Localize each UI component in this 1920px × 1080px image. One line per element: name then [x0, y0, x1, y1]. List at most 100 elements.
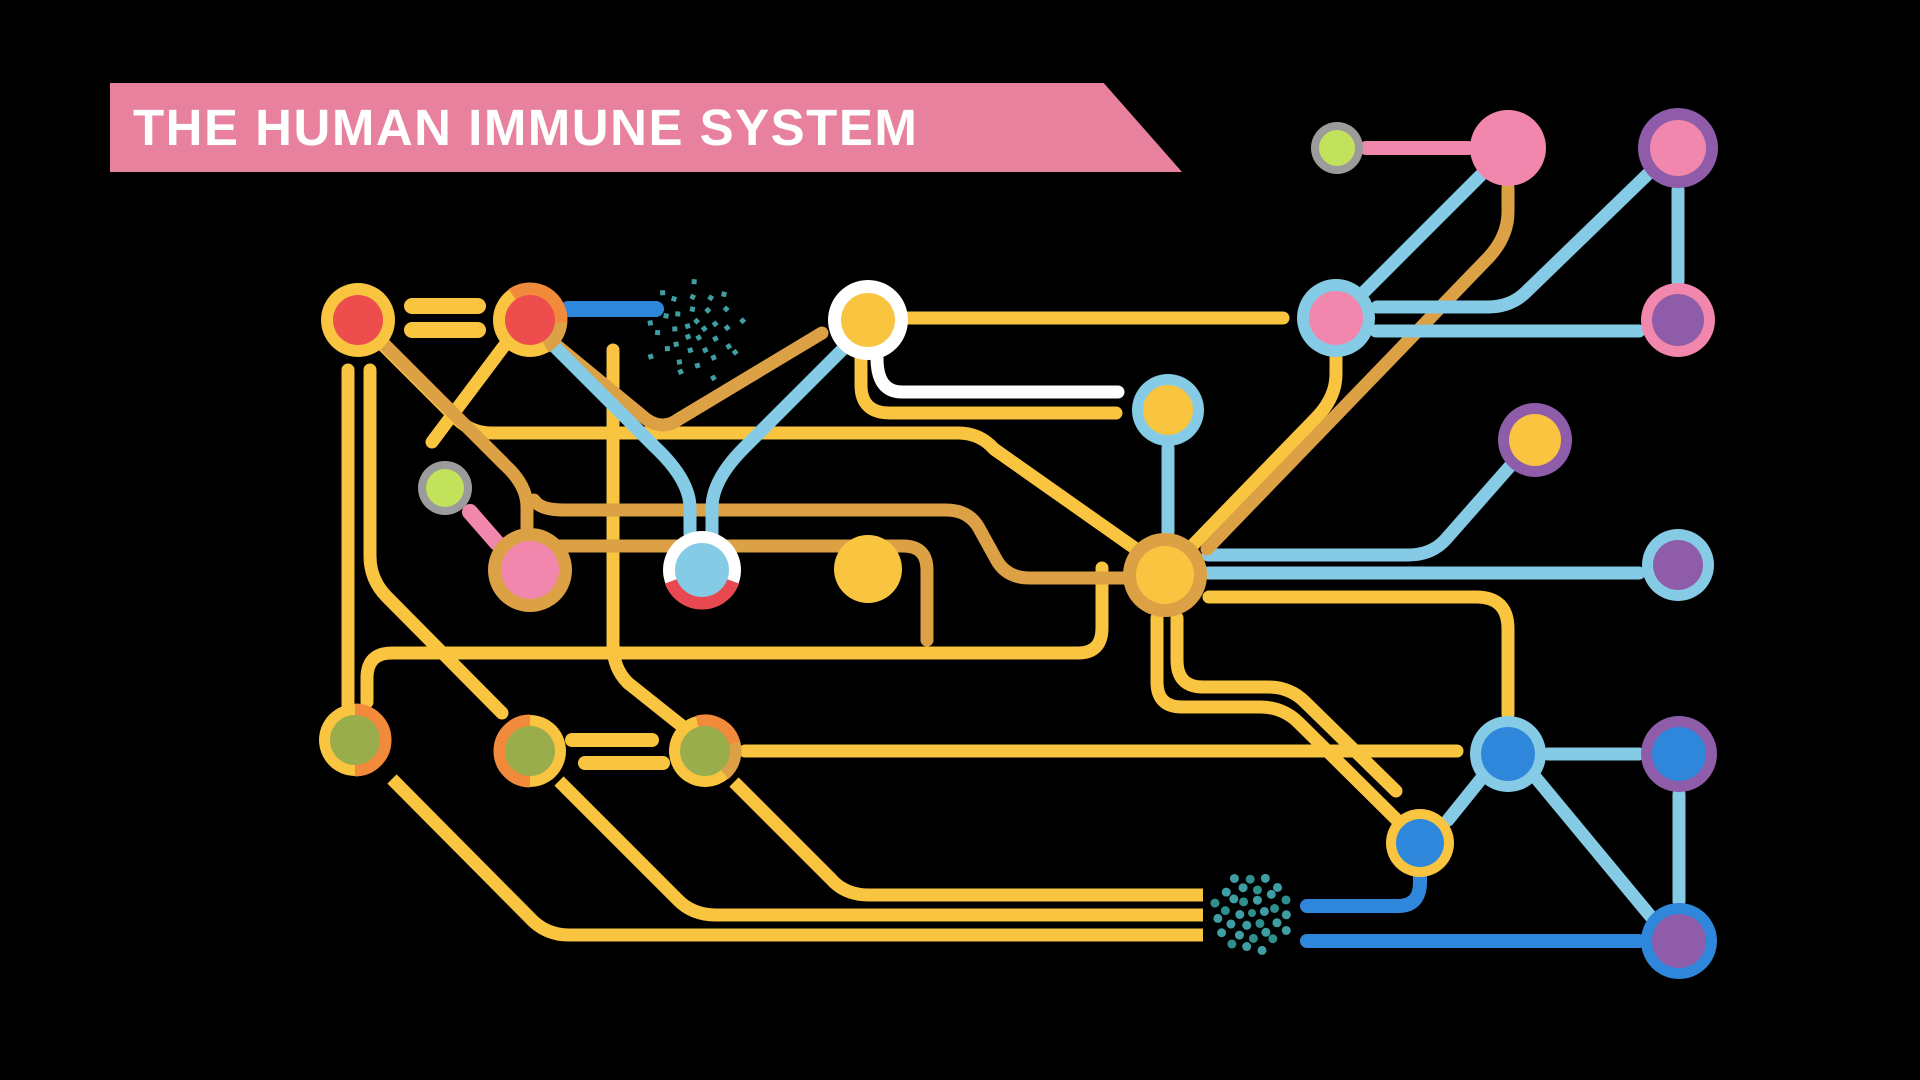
edge-white-handoff [870, 351, 1125, 399]
node-blue-purple-ring [1641, 716, 1717, 792]
node-body [1652, 294, 1704, 346]
cluster-dot [684, 322, 691, 330]
cluster-dot [1210, 898, 1220, 908]
cluster-dot [1272, 918, 1282, 928]
node-body [1652, 727, 1706, 781]
edge-tan-n1-pinknode [376, 336, 534, 535]
cluster-dot [1229, 873, 1239, 883]
cluster-dot [647, 353, 654, 360]
cluster-dot [710, 354, 717, 361]
node-ring [834, 535, 902, 603]
edge-pink-green-stub [462, 504, 505, 551]
cluster-dot [1268, 934, 1278, 944]
edge-yellow-hub-n21 [1202, 590, 1515, 721]
node-body [505, 726, 555, 776]
cluster-dot [687, 347, 694, 354]
cluster-dot [1273, 882, 1283, 892]
node-olive-2 [493, 714, 566, 788]
edge-yellow-hub-stub [1170, 611, 1403, 798]
cluster-dot [725, 343, 733, 350]
edge-v613-olive3 [606, 343, 689, 733]
edge-lb-pinkbig-pinkbluering [1357, 168, 1488, 299]
cluster-dot [1221, 887, 1231, 897]
edge-bus-915 [554, 776, 1203, 922]
node-body [1650, 120, 1706, 176]
cluster-dot [689, 306, 696, 313]
node-pink-lightblue-ring [1297, 279, 1375, 357]
cluster-dot [1235, 909, 1245, 919]
cluster-dot [1252, 885, 1262, 895]
starburst-antigen-cluster [647, 278, 747, 382]
cluster-dot [1255, 918, 1265, 928]
cluster-dot [663, 312, 669, 319]
node-body [1481, 727, 1535, 781]
cluster-dot [647, 320, 654, 326]
cluster-dot [1257, 945, 1267, 955]
node-body [1396, 819, 1444, 867]
cluster-dot [739, 317, 747, 325]
cluster-dot [677, 368, 684, 376]
cluster-dot [689, 293, 697, 301]
node-ring-segment [695, 714, 741, 746]
node-lime-gray-ring-top [1311, 122, 1363, 174]
edge-tan-548-tail [553, 539, 934, 647]
node-pink-plain [1470, 110, 1546, 186]
node-body [505, 295, 555, 345]
node-blue-yellow-ring [1386, 809, 1454, 877]
edge-lb-n21-n24 [1529, 771, 1659, 925]
edge-bus-653 [360, 561, 1109, 709]
node-body [1509, 414, 1561, 466]
node-purple-lightblue-ring [1642, 529, 1714, 601]
node-red-orange-ring [493, 282, 568, 357]
edge-lb-whitenode-tealnode [705, 340, 852, 540]
node-ring-segment [508, 282, 568, 324]
cluster-dot [654, 329, 661, 336]
edge-lb-hub-purpleyellow [1201, 457, 1519, 562]
edge-lb-pinkbluering-purplepink [1370, 164, 1658, 314]
node-olive-1 [319, 703, 392, 777]
cluster-dot [1261, 927, 1271, 937]
cluster-dot [664, 345, 671, 352]
cluster-dot [700, 325, 708, 333]
cluster-dot [1229, 894, 1239, 904]
edge-yellow-hub-pinkbluering [1184, 351, 1343, 554]
node-body [330, 715, 380, 765]
edge-lb-n21-n23 [1441, 772, 1488, 827]
node-body [501, 541, 559, 599]
cluster-dot [660, 290, 666, 296]
cluster-dot [676, 359, 683, 365]
node-body [675, 543, 729, 597]
cluster-dot [1252, 895, 1262, 905]
edge-yellow-handoff-413 [854, 345, 1123, 420]
cluster-dot [1245, 874, 1255, 884]
dot-antigen-cluster [1210, 873, 1291, 955]
node-yellow-purple-ring [1498, 403, 1572, 477]
cluster-dot [1281, 895, 1291, 905]
cluster-dot [673, 341, 680, 348]
cluster-dot [1217, 928, 1227, 938]
cluster-dot [1248, 933, 1258, 943]
node-ring-segment [720, 741, 742, 779]
cluster-dot [1226, 919, 1236, 929]
cluster-dot [1242, 942, 1252, 952]
node-red-yellow-ring [321, 283, 395, 357]
node-body [1136, 546, 1194, 604]
cluster-dot [1266, 889, 1276, 899]
node-body [1309, 291, 1363, 345]
node-lime-gray-ring-left [418, 461, 472, 515]
node-lightblue-white-red-ring [663, 531, 741, 610]
node-olive-3 [669, 714, 742, 787]
cluster-dot [1260, 873, 1270, 883]
cluster-dot [1213, 913, 1223, 923]
node-yellow-plain [834, 535, 902, 603]
node-hub-yellow-tan-ring [1123, 533, 1207, 617]
cluster-dot [675, 311, 681, 317]
cluster-dot [1270, 904, 1280, 914]
node-blue-lightblue-ring [1470, 716, 1546, 792]
cluster-dot [1234, 930, 1244, 940]
edge-tan-pinknode-hub [527, 493, 1131, 585]
node-body [333, 295, 383, 345]
edge-n2-stub-green [425, 339, 511, 449]
